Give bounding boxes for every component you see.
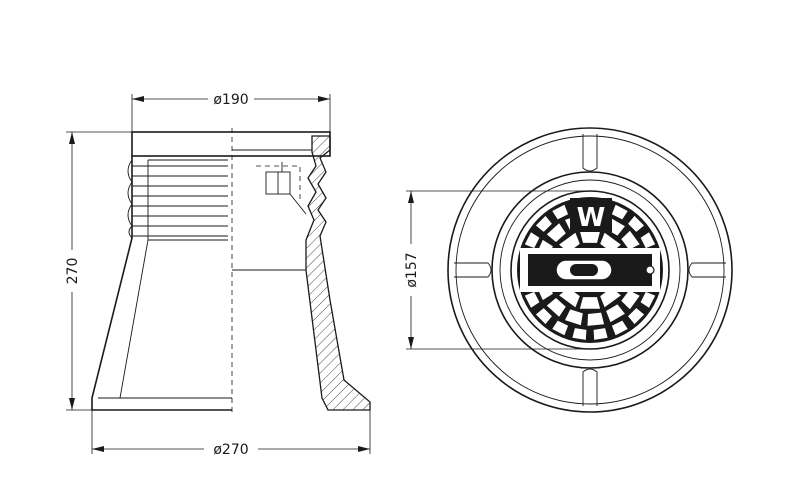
side-view: ø190 270 ø270: [65, 92, 371, 458]
base-diameter-label: ø270: [213, 442, 248, 458]
top-diameter-label: ø190: [213, 92, 248, 108]
lid-grid-cell: [606, 304, 625, 323]
dimension-lid-diameter: ø157: [404, 190, 590, 350]
lid-grid-cell: [552, 320, 569, 336]
lid-grid-cell: [621, 230, 640, 250]
threaded-ribs: [127, 159, 228, 239]
lugs: [454, 134, 726, 406]
lid-grid-cell: [628, 215, 645, 232]
lid-grid-cell: [621, 290, 640, 310]
lid-grid-cell: [579, 231, 601, 243]
inner-ring: [491, 171, 689, 369]
lid-grid-cell: [572, 328, 587, 340]
top-rim: [131, 131, 331, 157]
vent-detail: [256, 162, 307, 215]
dimension-base-diameter: ø270: [91, 410, 371, 458]
lid-grid-cell: [611, 320, 628, 336]
lid-grid-cell: [559, 287, 580, 308]
lid-grid-cell: [579, 297, 601, 309]
lid-mark: W: [577, 203, 606, 233]
lid-grid-cell: [600, 287, 621, 308]
lid-grid-cell: [524, 232, 540, 249]
lid-pattern: W: [517, 197, 663, 343]
lid-grid-cell: [640, 232, 656, 249]
lid-grid-cell: [611, 204, 628, 220]
lid-grid-cell: [524, 291, 540, 308]
outer-flange: [447, 127, 733, 413]
lid-grid-cell: [552, 204, 569, 220]
dimension-top-diameter: ø190: [131, 92, 331, 132]
lid-grid-cell: [535, 215, 552, 232]
height-label: 270: [65, 258, 81, 285]
dimension-height: 270: [65, 131, 132, 411]
lid-grid-cell: [565, 309, 583, 326]
top-view: W ø157: [404, 127, 733, 413]
lid-grid-cell: [559, 232, 580, 253]
lid-diameter-label: ø157: [404, 252, 420, 287]
section-cut: [232, 135, 371, 411]
inner-left-wall: [119, 239, 149, 399]
lid-grid-cell: [587, 312, 605, 326]
lid-grid-cell: [546, 223, 566, 242]
lid-grid-cell: [593, 328, 608, 340]
outer-left-profile: [91, 156, 232, 411]
lid-grid-cell: [640, 291, 656, 308]
lid-grid-cell: [546, 298, 566, 317]
lid-grid-cell: [628, 308, 645, 325]
lid-grid-cell: [535, 308, 552, 325]
lid-grid-cell: [600, 232, 621, 253]
